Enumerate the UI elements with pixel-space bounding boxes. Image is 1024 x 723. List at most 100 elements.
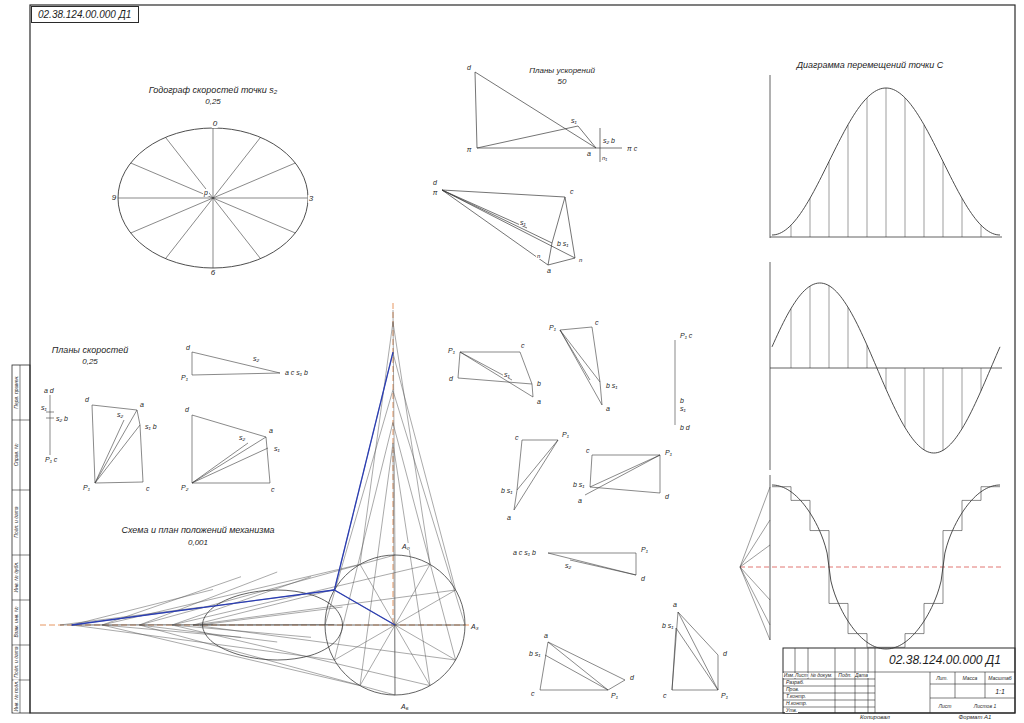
drawing-label: d (448, 375, 454, 382)
velocity-plan-line (590, 455, 660, 487)
velocity-plan-line (548, 642, 608, 690)
pole-rays-line (740, 545, 770, 567)
axis-line (40, 303, 480, 625)
drawing-label: Диаграмма перемещений точки С (796, 61, 945, 70)
velocity-plan-line (460, 352, 533, 397)
drawing-label: c (270, 486, 276, 493)
drawing-label: P₂ (180, 484, 189, 491)
drawing-label: 50 (557, 78, 568, 86)
drawing-label: a (586, 150, 592, 157)
acceleration-plan-2-line (442, 190, 527, 228)
drawing-label: Инв. № подл. (14, 679, 19, 712)
velocity-ordinate-line (886, 368, 887, 389)
drawing-label: b s₁ (661, 622, 675, 629)
drawing-label: Взам. инв. № (14, 606, 19, 639)
velocity-plan-line (636, 553, 637, 575)
title-block-grid (783, 648, 1015, 713)
hodograph-curve (118, 128, 308, 268)
drawing-label: b s₁ (556, 240, 570, 247)
velocity-plan (46, 327, 718, 690)
velocity-ordinate-line (867, 345, 868, 368)
pole-rays-line (740, 567, 770, 600)
drawing-label: A₆ (400, 703, 410, 710)
velocity-plan-line (192, 352, 280, 373)
title-block-grid-line (855, 648, 856, 713)
mechanism-position-line (72, 590, 213, 626)
velocity-plan-line (192, 483, 270, 484)
acceleration-plan-2-line (552, 197, 565, 243)
title-block-grid-line (868, 648, 869, 713)
side-strip-cells-line (20, 365, 21, 713)
hodograph-ray-line (213, 198, 214, 268)
drawing-label: Лист (794, 673, 809, 678)
velocity-plan-line (678, 612, 718, 655)
velocity-ordinate-line (943, 368, 944, 450)
mechanism-position-line (139, 625, 277, 642)
drawing-label: s₁ (679, 405, 687, 412)
velocity-plan-line (95, 420, 124, 483)
drawing-label: c (585, 447, 591, 454)
velocity-ordinate-line (829, 286, 830, 368)
acceleration-plan-2-line (565, 197, 575, 258)
velocity-plan-line (560, 327, 592, 330)
velocity-plan-line (672, 628, 676, 690)
mechanism-position-line (393, 310, 395, 555)
drawing-label: n (536, 253, 541, 259)
drawing-label: Утв. (785, 708, 798, 713)
mechanism-position-line (393, 443, 430, 685)
velocity-plan-line (718, 655, 719, 690)
drawing-label: Т.контр. (785, 694, 807, 699)
acceleration-plan-2-line (442, 190, 552, 243)
side-strip-cells-line (12, 600, 30, 601)
title-block-grid-line (835, 648, 836, 713)
drawing-label: s₁ (570, 117, 578, 124)
drawing-label: a (543, 632, 549, 639)
displacement-ordinate-line (981, 225, 982, 237)
hodograph-ray-line (131, 198, 213, 233)
mechanism-position-line (395, 625, 430, 686)
mechanism-position (60, 310, 465, 695)
mechanism-position-line (60, 625, 325, 626)
drawing-label: π c (626, 145, 638, 152)
displacement-ordinate-line (905, 98, 906, 237)
hodograph-ray-line (166, 198, 214, 259)
drawing-label: P₁ (180, 374, 189, 381)
drawing-label: s₂ b (55, 415, 69, 422)
drawing-label: P₁ (548, 324, 557, 331)
drawing-label: № докум. (809, 673, 833, 678)
velocity-ordinate-line (791, 309, 792, 368)
drawing-label: 0 (212, 120, 218, 128)
drawing-label: Инв. № дубл. (14, 561, 19, 594)
drawing-label: s₂ b (602, 137, 616, 144)
drawing-label: a d (43, 387, 55, 394)
drawing-label: P₁ (561, 431, 570, 438)
hodograph-ray-line (213, 198, 295, 233)
mechanism-position-line (334, 352, 393, 590)
drawing-label: P₁ (720, 692, 729, 699)
acceleration-plan-1-line (578, 126, 596, 148)
drawing-label: Подп. и дата (14, 505, 19, 538)
drawing-label: c (569, 188, 575, 195)
mechanism-position-line (172, 625, 311, 637)
drawing-label: Справ. № (14, 443, 19, 468)
velocity-plan-line (548, 553, 636, 554)
velocity-plan-line (458, 352, 460, 378)
drawing-label: b s₁ (605, 382, 619, 389)
pole-rays-line (740, 567, 770, 625)
drawing-label: s₂ (116, 411, 124, 418)
drawing-label: b (679, 397, 685, 404)
velocity-plan-line (672, 690, 718, 691)
velocity-plan-line (95, 482, 143, 483)
mechanism-position-line (393, 423, 456, 660)
acceleration-plan-1-line (477, 126, 578, 148)
velocity-plan-line (592, 327, 600, 382)
title-block-grid-line (930, 698, 1015, 699)
mechanism-position-line (393, 353, 456, 590)
coupler-trajectory (203, 590, 343, 660)
velocity-ordinate-line (848, 307, 849, 368)
velocity-plan-line (560, 330, 600, 382)
drawing-label: n (578, 257, 583, 263)
mechanism-position-line (360, 443, 393, 686)
